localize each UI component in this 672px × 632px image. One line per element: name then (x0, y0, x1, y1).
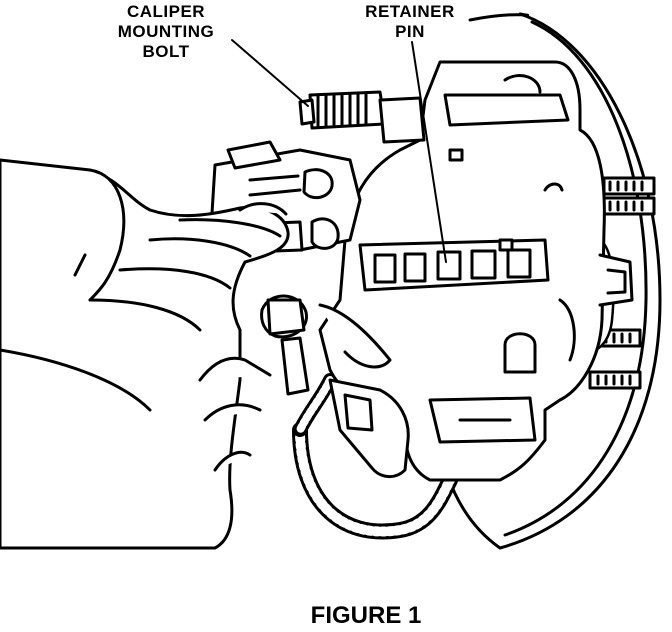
label-line: CALIPER (126, 2, 206, 21)
retainer-pin-leader (411, 41, 447, 263)
brake-hose (292, 373, 458, 540)
caliper-mounting-bolt (298, 90, 426, 144)
caliper-mounting-bolt-label: CALIPER MOUNTING BOLT (96, 2, 236, 62)
label-line: BOLT (142, 42, 190, 61)
label-line: RETAINER (365, 2, 455, 21)
figure-caption: FIGURE 1 (310, 602, 422, 629)
label-line: PIN (395, 22, 425, 41)
label-line: MOUNTING (117, 22, 215, 41)
retainer-pin-label: RETAINER PIN (350, 2, 470, 42)
steering-knuckle (328, 378, 410, 478)
hose-fitting-bolt (260, 294, 392, 396)
mounting-bolt-leader (231, 39, 309, 107)
caliper-body (318, 60, 634, 482)
technician-hand (0, 158, 290, 550)
